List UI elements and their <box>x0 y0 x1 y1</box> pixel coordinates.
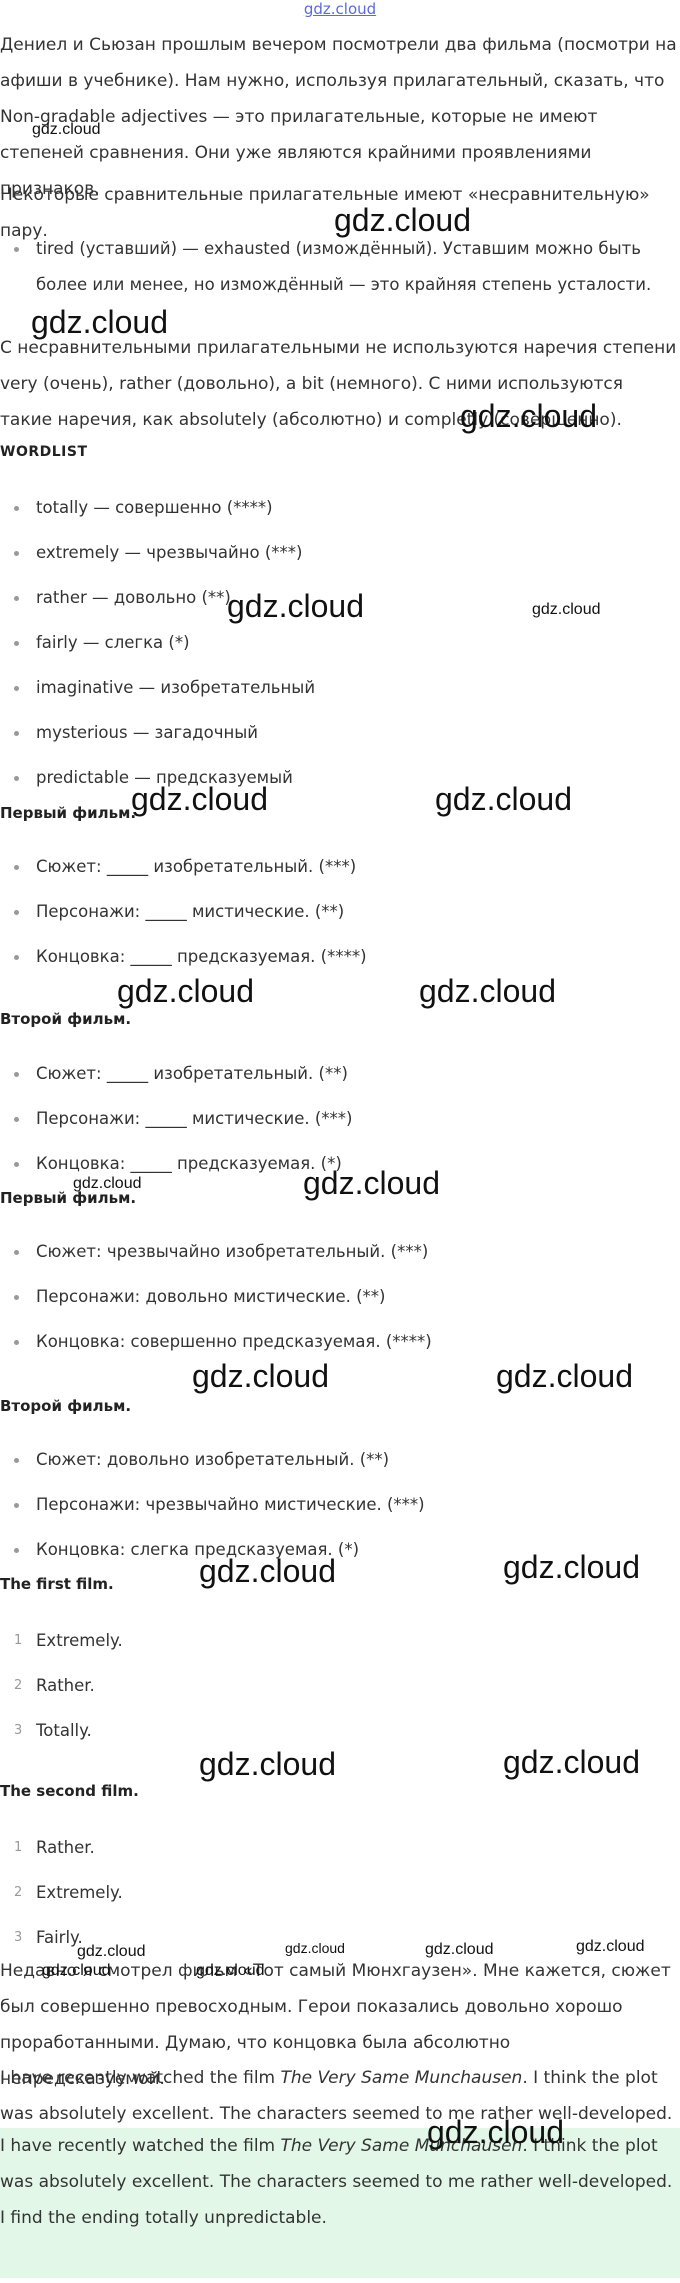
watermark: gdz.cloud <box>334 202 471 238</box>
item-number: 2 <box>14 1678 23 1693</box>
highlighted-answer: I have recently watched the film The Ver… <box>0 2128 678 2236</box>
item-text: Extremely. <box>36 1631 123 1650</box>
watermark: gdz.cloud <box>435 781 572 817</box>
list-item: fairly — слегка (*) <box>0 632 315 677</box>
watermark: gdz.cloud <box>73 1175 142 1192</box>
answer-film2-list: Сюжет: довольно изобретательный. (**) Пе… <box>0 1449 425 1584</box>
review-en-before: I have recently watched the film <box>0 2068 281 2088</box>
item-number: 1 <box>14 1840 23 1855</box>
item-text: Rather. <box>36 1838 95 1857</box>
list-item: Концовка: слегка предсказуемая. (*) <box>0 1539 425 1584</box>
task-film1-heading: Первый фильм. <box>0 804 137 822</box>
watermark: gdz.cloud <box>285 1940 345 1956</box>
list-item: predictable — предсказуемый <box>0 767 315 812</box>
intro-paragraph-4: С несравнительными прилагательными не ис… <box>0 338 677 430</box>
watermark: gdz.cloud <box>427 2114 564 2150</box>
list-item: Сюжет: довольно изобретательный. (**) <box>0 1449 425 1494</box>
item-text: Extremely. <box>36 1883 123 1902</box>
task-film1-list: Сюжет: _____ изобретательный. (***) Перс… <box>0 856 367 991</box>
answer-first-film-list: 1 Extremely. 2 Rather. 3 Totally. <box>0 1630 123 1765</box>
highlighted-answer-after: . I think the plot was absolutely excell… <box>0 2136 673 2228</box>
wordlist-title: WORDLIST <box>0 444 88 460</box>
watermark: gdz.cloud <box>503 1744 640 1780</box>
watermark: gdz.cloud <box>131 781 268 817</box>
item-text: Totally. <box>36 1721 92 1740</box>
list-item: Персонажи: довольно мистические. (**) <box>0 1286 432 1331</box>
list-item: tired (уставший) — exhausted (измождённы… <box>0 231 678 303</box>
list-item: rather — довольно (**) <box>0 587 315 632</box>
watermark: gdz.cloud <box>460 398 597 434</box>
watermark: gdz.cloud <box>199 1553 336 1589</box>
list-item: 3 Fairly. <box>0 1927 123 1972</box>
list-item: 1 Extremely. <box>0 1630 123 1675</box>
answer-film1-list: Сюжет: чрезвычайно изобретательный. (***… <box>0 1241 432 1376</box>
list-item: imaginative — изобретательный <box>0 677 315 722</box>
list-item: Персонажи: _____ мистические. (**) <box>0 901 367 946</box>
item-number: 1 <box>14 1633 23 1648</box>
highlighted-answer-before: I have recently watched the film <box>0 2136 281 2156</box>
list-item: Персонажи: _____ мистические. (***) <box>0 1108 353 1153</box>
watermark: gdz.cloud <box>196 1962 265 1979</box>
wordlist: totally — совершенно (****) extremely — … <box>0 497 315 812</box>
watermark: gdz.cloud <box>227 588 364 624</box>
answer-first-film-heading: The first film. <box>0 1575 114 1593</box>
list-item: Концовка: совершенно предсказуемая. (***… <box>0 1331 432 1376</box>
watermark: gdz.cloud <box>303 1165 440 1201</box>
review-ru: Недавно я смотрел фильм «Тот самый Мюнхг… <box>0 1961 671 2089</box>
item-text: Fairly. <box>36 1928 83 1947</box>
watermark: gdz.cloud <box>199 1746 336 1782</box>
item-number: 3 <box>14 1930 23 1945</box>
answer-film2-heading: Второй фильм. <box>0 1397 132 1415</box>
list-item: Сюжет: чрезвычайно изобретательный. (***… <box>0 1241 432 1286</box>
highlighted-answer-film-title: The Very Same Munchausen <box>280 2136 523 2156</box>
watermark: gdz.cloud <box>419 973 556 1009</box>
list-item: extremely — чрезвычайно (***) <box>0 542 315 587</box>
item-text: Rather. <box>36 1676 95 1695</box>
watermark: gdz.cloud <box>117 973 254 1009</box>
list-item: totally — совершенно (****) <box>0 497 315 542</box>
intro-paragraph-2: Non-gradable adjectives — это прилагател… <box>0 107 598 199</box>
list-item: Сюжет: _____ изобретательный. (**) <box>0 1063 353 1108</box>
gradable-pair-list: tired (уставший) — exhausted (измождённы… <box>0 231 678 303</box>
watermark: gdz.cloud <box>532 601 601 618</box>
answer-film1-heading: Первый фильм. <box>0 1189 137 1207</box>
watermark: gdz.cloud <box>42 1962 111 1979</box>
task-film2-list: Сюжет: _____ изобретательный. (**) Персо… <box>0 1063 353 1198</box>
list-item: mysterious — загадочный <box>0 722 315 767</box>
highlighted-answer-box <box>0 2128 680 2278</box>
review-en-film-title: The Very Same Munchausen <box>280 2068 523 2088</box>
watermark: gdz.cloud <box>425 1941 494 1958</box>
task-film2-heading: Второй фильм. <box>0 1010 132 1028</box>
answer-second-film-list: 1 Rather. 2 Extremely. 3 Fairly. <box>0 1837 123 1972</box>
list-item: Персонажи: чрезвычайно мистические. (***… <box>0 1494 425 1539</box>
list-item: Сюжет: _____ изобретательный. (***) <box>0 856 367 901</box>
watermark: gdz.cloud <box>31 304 168 340</box>
list-item: 3 Totally. <box>0 1720 123 1765</box>
watermark: gdz.cloud <box>503 1549 640 1585</box>
watermark: gdz.cloud <box>32 121 101 138</box>
list-item: 2 Rather. <box>0 1675 123 1720</box>
answer-second-film-heading: The second film. <box>0 1782 139 1800</box>
site-link[interactable]: gdz.cloud <box>303 0 377 18</box>
item-number: 2 <box>14 1885 23 1900</box>
intro-paragraph-3: Некоторые сравнительные прилагательные и… <box>0 185 650 241</box>
watermark: gdz.cloud <box>576 1938 645 1955</box>
watermark: gdz.cloud <box>192 1358 329 1394</box>
watermark: gdz.cloud <box>496 1358 633 1394</box>
list-item: Концовка: _____ предсказуемая. (*) <box>0 1153 353 1198</box>
list-item: Концовка: _____ предсказуемая. (****) <box>0 946 367 991</box>
watermark: gdz.cloud <box>77 1943 146 1960</box>
item-number: 3 <box>14 1723 23 1738</box>
intro-paragraph-1: Дениел и Сьюзан прошлым вечером посмотре… <box>0 35 677 91</box>
list-item: 1 Rather. <box>0 1837 123 1882</box>
list-item: 2 Extremely. <box>0 1882 123 1927</box>
